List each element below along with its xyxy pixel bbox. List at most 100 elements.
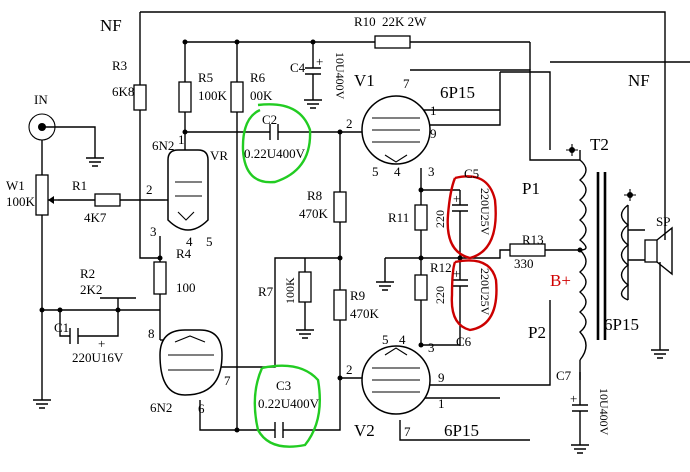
r10-value: 22K 2W — [382, 14, 427, 29]
polarity-mark: + — [570, 391, 577, 406]
r12-label: R12 — [430, 260, 452, 275]
pin-label: 5 — [206, 234, 213, 249]
r2-label: R2 — [80, 266, 95, 281]
r8-value: 470K — [299, 206, 329, 221]
r1-value: 4K7 — [84, 210, 107, 225]
pin-label: 9 — [430, 126, 437, 141]
r9-body — [333, 289, 347, 321]
resistors — [35, 35, 546, 321]
p-6p15-overlap-label: 6P15 — [604, 315, 639, 334]
pin-label: 8 — [148, 326, 155, 341]
grounds — [33, 99, 669, 454]
highlight-c6 — [450, 259, 498, 332]
t2-label: T2 — [590, 135, 609, 154]
pin-label: 1 — [178, 132, 185, 147]
w1-value: 100K — [6, 194, 36, 209]
r12-body — [414, 274, 428, 301]
nf-left-label: NF — [100, 16, 122, 35]
vr-label: VR — [210, 148, 228, 163]
r7-value: 100K — [283, 277, 297, 304]
pin-label: 2 — [146, 182, 153, 197]
polarity-mark: + — [453, 266, 460, 281]
in-label: IN — [34, 92, 48, 107]
r1-body — [94, 193, 121, 207]
capacitors — [69, 67, 588, 438]
polarity-mark: + — [453, 191, 460, 206]
pin-label: 1 — [438, 396, 445, 411]
highlight-c2 — [241, 103, 312, 184]
r13-value: 330 — [514, 256, 534, 271]
r7-body — [298, 271, 312, 303]
r6-body — [230, 81, 244, 113]
c5-value: 220U25V — [478, 188, 492, 236]
w1-label: W1 — [6, 178, 25, 193]
pin-label: 4 — [394, 164, 401, 179]
tube-v2 — [361, 345, 431, 415]
r6-value: 00K — [250, 88, 273, 103]
tube-6n2-top — [167, 149, 209, 231]
labels: NF NF IN W1 100K R1 4K7 R2 2K2 C1 220U16… — [6, 14, 670, 440]
c4-value: 10U400V — [333, 52, 347, 100]
r13-label: R13 — [522, 232, 544, 247]
tube-6n2-bottom-label: 6N2 — [150, 400, 172, 415]
c7-label: C7 — [556, 368, 572, 383]
tube-v1 — [361, 95, 431, 165]
c7-value: 10U400V — [597, 388, 611, 436]
r9-value: 470K — [350, 306, 380, 321]
pin-label: 2 — [346, 362, 353, 377]
tube-6n2-top-label: 6N2 — [152, 138, 174, 153]
pin-label: 4 — [186, 234, 193, 249]
c2-label: C2 — [262, 112, 277, 127]
p1-label: P1 — [522, 179, 540, 198]
r5-body — [178, 81, 192, 113]
pin-label: 5 — [372, 164, 379, 179]
r8-body — [333, 191, 347, 223]
pin-label: 7 — [404, 424, 411, 439]
p2-label: P2 — [528, 323, 546, 342]
c4-label: C4 — [290, 60, 306, 75]
r9-label: R9 — [350, 288, 365, 303]
r10-label: R10 — [354, 14, 376, 29]
w1-arrow — [48, 196, 54, 204]
nf-right-label: NF — [628, 71, 650, 90]
r11-label: R11 — [388, 210, 409, 225]
r3-label: R3 — [112, 58, 127, 73]
pin-label: 5 — [382, 332, 389, 347]
r4-body — [153, 261, 167, 295]
c1-value: 220U16V — [72, 350, 124, 365]
r5-label: R5 — [198, 70, 213, 85]
c6-label: C6 — [456, 334, 472, 349]
r11-value: 220 — [433, 210, 447, 228]
pin-label: 4 — [399, 332, 406, 347]
r4-label: R4 — [176, 246, 192, 261]
pin-label: 7 — [403, 76, 410, 91]
r12-value: 220 — [433, 286, 447, 304]
pin-label: 3 — [150, 224, 157, 239]
c2-value: 0.22U400V — [244, 146, 306, 161]
c1-label: C1 — [54, 320, 69, 335]
polarity-mark: + — [98, 336, 105, 351]
wires — [41, 11, 690, 445]
v1-label: V1 — [354, 71, 375, 90]
highlight-c5 — [446, 175, 497, 260]
junction-dots — [39, 39, 583, 433]
sp-label: SP — [656, 214, 670, 229]
speaker-sp — [644, 226, 673, 300]
highlight-c3 — [253, 364, 321, 448]
r7-label: R7 — [258, 284, 274, 299]
w1-body — [35, 174, 49, 216]
r3-value: 6K8 — [112, 84, 134, 99]
tube-6n2-bottom — [159, 329, 223, 396]
c3-value: 0.22U400V — [258, 396, 320, 411]
transformer-t2 — [566, 144, 636, 361]
c5-label: C5 — [464, 166, 479, 181]
r4-value: 100 — [176, 280, 196, 295]
pin-label: 2 — [346, 116, 353, 131]
input-jack — [28, 113, 56, 141]
r3-body — [133, 84, 147, 111]
r1-label: R1 — [72, 178, 87, 193]
c3-label: C3 — [276, 378, 291, 393]
v2-type: 6P15 — [444, 421, 479, 440]
pin-label: 9 — [438, 370, 445, 385]
